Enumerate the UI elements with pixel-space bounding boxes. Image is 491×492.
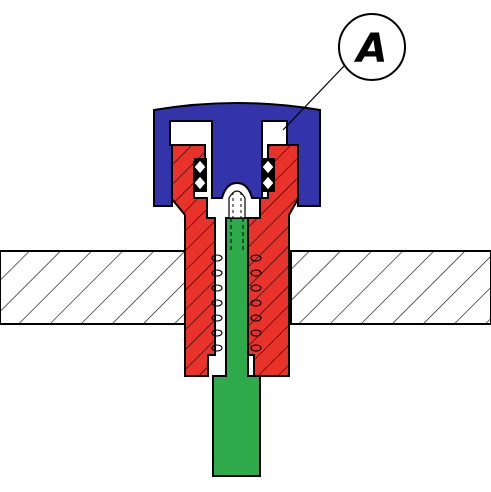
spring: [211, 254, 262, 352]
plate-left: [0, 250, 186, 325]
stem-body: [212, 217, 261, 477]
callout-leader-line: [282, 64, 346, 131]
o-ring-right: [261, 158, 275, 192]
o-rings: [193, 158, 275, 192]
housing-right-wall: [246, 144, 299, 377]
callout-label: A: [354, 26, 388, 72]
housing: [171, 144, 299, 377]
o-ring-left: [193, 158, 207, 192]
cap-body: [153, 102, 321, 207]
mounting-plate: [0, 250, 491, 325]
stem: [212, 217, 261, 477]
callout-a: A: [282, 13, 406, 131]
callout-circle: [338, 13, 406, 81]
cap: [153, 102, 321, 219]
plate-right: [290, 250, 491, 325]
